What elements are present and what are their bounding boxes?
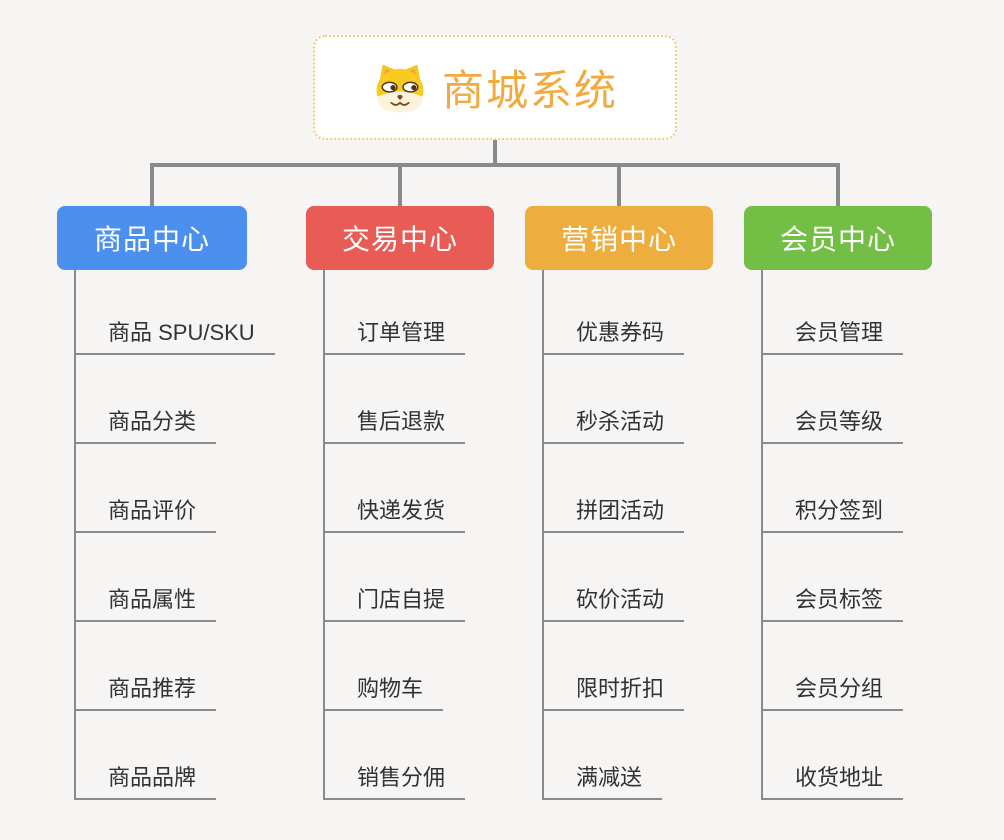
branch-items-column: 优惠券码秒杀活动拼团活动砍价活动限时折扣满减送	[542, 266, 685, 800]
mindmap-item[interactable]: 商品属性	[74, 533, 217, 622]
mindmap-item[interactable]: 拼团活动	[542, 444, 685, 533]
branch-drop-connector	[398, 163, 402, 206]
branch-drop-connector	[617, 163, 621, 206]
shiba-dog-icon	[376, 64, 424, 112]
branch-items-column: 会员管理会员等级积分签到会员标签会员分组收货地址	[761, 266, 904, 800]
branch-node[interactable]: 交易中心	[306, 206, 494, 270]
mindmap-item[interactable]: 商品推荐	[74, 622, 217, 711]
mindmap-item[interactable]: 门店自提	[323, 533, 466, 622]
root-stem-connector	[493, 140, 497, 165]
mindmap-item[interactable]: 收货地址	[761, 711, 904, 800]
root-node-title: 商城系统	[441, 67, 618, 114]
branch-items-column: 订单管理售后退款快递发货门店自提购物车销售分佣	[323, 266, 466, 800]
mindmap-item[interactable]: 购物车	[323, 622, 444, 711]
mindmap-item[interactable]: 砍价活动	[542, 533, 685, 622]
mindmap-item[interactable]: 会员标签	[761, 533, 904, 622]
mindmap-item[interactable]: 商品评价	[74, 444, 217, 533]
branch-drop-connector	[150, 163, 154, 206]
mindmap-item[interactable]: 会员分组	[761, 622, 904, 711]
mindmap-item[interactable]: 积分签到	[761, 444, 904, 533]
branch-trunk-connector	[761, 270, 763, 800]
mindmap-item[interactable]: 会员管理	[761, 266, 904, 355]
mindmap-item[interactable]: 售后退款	[323, 355, 466, 444]
branch-trunk-connector	[74, 270, 76, 800]
mindmap-item[interactable]: 商品分类	[74, 355, 217, 444]
mindmap-item[interactable]: 商品 SPU/SKU	[74, 266, 275, 355]
branch-trunk-connector	[323, 270, 325, 800]
mindmap-item[interactable]: 优惠券码	[542, 266, 685, 355]
mindmap-item[interactable]: 商品品牌	[74, 711, 217, 800]
branch-bus-connector	[150, 163, 840, 167]
mindmap-item[interactable]: 快递发货	[323, 444, 466, 533]
mindmap-item[interactable]: 订单管理	[323, 266, 466, 355]
mindmap-item[interactable]: 满减送	[542, 711, 663, 800]
branch-node[interactable]: 会员中心	[744, 206, 932, 270]
mindmap-item[interactable]: 销售分佣	[323, 711, 466, 800]
branch-node[interactable]: 商品中心	[57, 206, 247, 270]
branch-node[interactable]: 营销中心	[525, 206, 713, 270]
root-node[interactable]: 商城系统	[313, 35, 677, 140]
mindmap-item[interactable]: 秒杀活动	[542, 355, 685, 444]
branch-trunk-connector	[542, 270, 544, 800]
branch-drop-connector	[836, 163, 840, 206]
mindmap-item[interactable]: 限时折扣	[542, 622, 685, 711]
mindmap-item[interactable]: 会员等级	[761, 355, 904, 444]
